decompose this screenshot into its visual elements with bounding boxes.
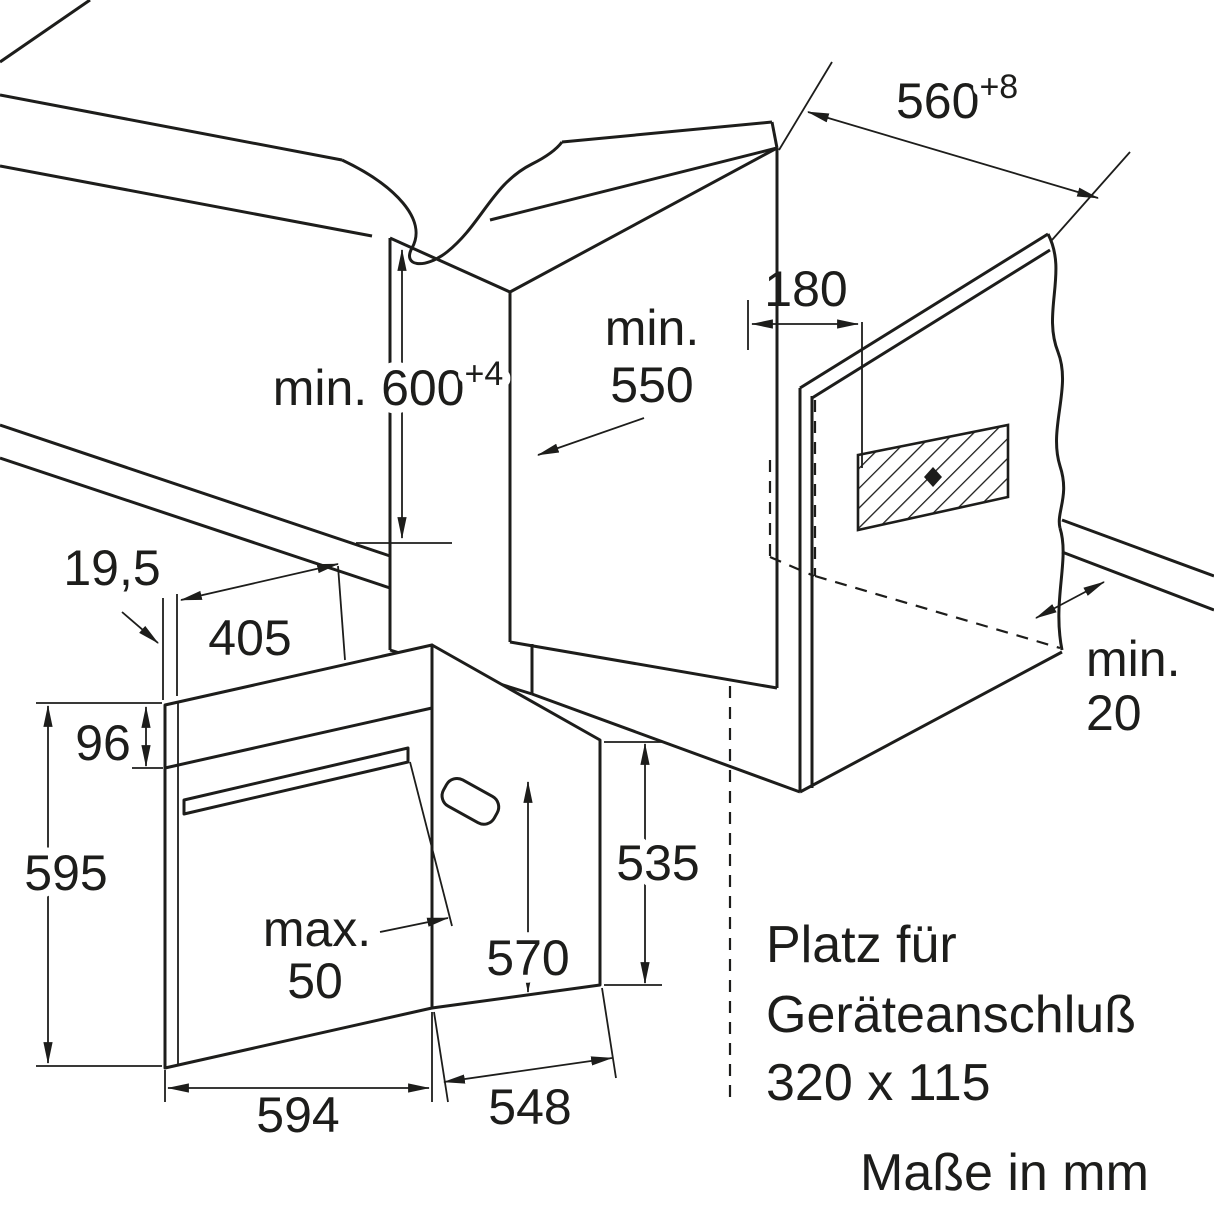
hidden-edge-2 [769, 555, 815, 578]
dim-548-ext-right [601, 987, 617, 1079]
dim-label-niche-width: 560+8 [896, 68, 1018, 129]
dim-label-niche-height-main: min. 600 [273, 360, 465, 416]
dim-label-niche-height: min. 600+4 [273, 355, 504, 416]
dim-195-arrow [121, 611, 159, 644]
dim-label-oven-width: 594 [256, 1087, 339, 1143]
right-cabinet-top-edge [799, 232, 1049, 390]
dim-oven-width: 594 [164, 1012, 433, 1151]
dim-label-front-inner-height: 570 [486, 930, 569, 986]
worktop [0, 0, 779, 266]
hidden-edge-4 [814, 574, 1061, 650]
oven-side-recess [440, 776, 501, 826]
worktop-right-end [770, 121, 779, 149]
dim-front-inner-height: 570 [478, 780, 578, 994]
dim-label-top-depth: 405 [208, 610, 291, 666]
dim-560-ext-left [778, 61, 833, 151]
niche-top-edge [509, 146, 778, 294]
dim-548-arrow [442, 1056, 614, 1084]
dim-top-depth: 405 [179, 563, 346, 666]
dim-label-connection-offset: 180 [764, 261, 847, 317]
dim-label-panel-height: 96 [75, 715, 131, 771]
dim-label-door-gap: 19,5 [63, 540, 160, 596]
dim-body-depth: 548 [433, 987, 617, 1143]
right-cabinet-break-wave [1046, 233, 1066, 529]
dim-label-oven-height: 595 [24, 845, 107, 901]
connection-note-line1: Platz für [766, 916, 957, 974]
dim-min-rear-gap: min. 20 [1035, 581, 1180, 741]
worktop-top-edge-left [0, 93, 343, 162]
dim-body-height: 535 [604, 741, 708, 986]
dim-oven-height: 595 [16, 704, 162, 1067]
niche-floor-edge [509, 640, 778, 690]
right-worktop-edge-upper [1061, 518, 1214, 578]
connection-note-line3: 320 x 115 [766, 1054, 991, 1112]
dim-label-body-depth: 548 [488, 1079, 571, 1135]
worktop-break-wave [341, 141, 564, 266]
wall-line-lower [0, 456, 391, 590]
worktop-bottom-edge-right [489, 146, 778, 222]
floor-line-between-cabinets [531, 692, 801, 794]
dim-label-min-rear-gap-line2: 20 [1086, 685, 1142, 741]
dim-min-depth-arrow [536, 417, 645, 456]
dim-door-gap: 19,5 [63, 540, 178, 700]
dim-label-min-depth-line2: 550 [610, 357, 693, 413]
dim-min-depth: min. 550 [536, 300, 699, 456]
dim-label-niche-width-main: 560 [896, 73, 979, 129]
dim-label-body-height: 535 [616, 835, 699, 891]
dim-label-handle-protrusion-line2: 50 [287, 953, 343, 1009]
connection-area [856, 423, 1010, 532]
connection-note-line2: Geräteanschluß [766, 986, 1136, 1044]
right-cabinet-bottom-edge [799, 650, 1063, 794]
oven-control-panel-line [164, 706, 433, 770]
dim-405-ext [337, 565, 346, 661]
connection-center-mark [924, 467, 942, 487]
dim-connection-offset: 180 [747, 261, 860, 350]
dim-548-ext-left [433, 1011, 449, 1103]
cabinet-front-top-edge [389, 236, 511, 294]
dim-max50-arrow [379, 917, 450, 933]
dim-label-niche-height-sup: +4 [465, 355, 504, 393]
oven [163, 643, 602, 1070]
oven-handle [182, 746, 410, 816]
tall-cabinet [388, 146, 779, 696]
dim-405-arrow [179, 563, 340, 601]
wall-line-upper [0, 423, 391, 558]
hidden-niche-edges [768, 400, 1061, 650]
dim-niche-width: 560+8 [778, 60, 1131, 241]
right-cabinet-inner-top-edge [811, 248, 1051, 400]
right-cabinet-break-wave-lower [1057, 527, 1065, 651]
handle-leader-line [409, 761, 453, 927]
dim-label-niche-width-sup: +8 [979, 68, 1018, 106]
worktop-bottom-edge-left [0, 164, 373, 238]
oven-side-recess-group [440, 776, 501, 826]
dim-niche-height: min. 600+4 [265, 248, 511, 544]
connection-note: Platz für Geräteanschluß 320 x 115 [766, 916, 1136, 1112]
dim-label-min-depth-line1: min. [605, 300, 699, 356]
right-worktop-edge-lower [1061, 550, 1214, 612]
worktop-top-edge-right [561, 120, 773, 144]
dim-label-handle-protrusion-line1: max. [263, 901, 371, 957]
dim-560-arrow [806, 111, 1100, 199]
dim-min20-arrow [1035, 581, 1105, 619]
units-note: Maße in mm [860, 1144, 1149, 1202]
oven-front-face [163, 643, 434, 1070]
dim-panel-height: 96 [36, 702, 163, 779]
worktop-back-edge [0, 0, 91, 64]
dim-label-min-rear-gap-line1: min. [1086, 631, 1180, 687]
dim-handle-protrusion: max. 50 [263, 901, 450, 1009]
